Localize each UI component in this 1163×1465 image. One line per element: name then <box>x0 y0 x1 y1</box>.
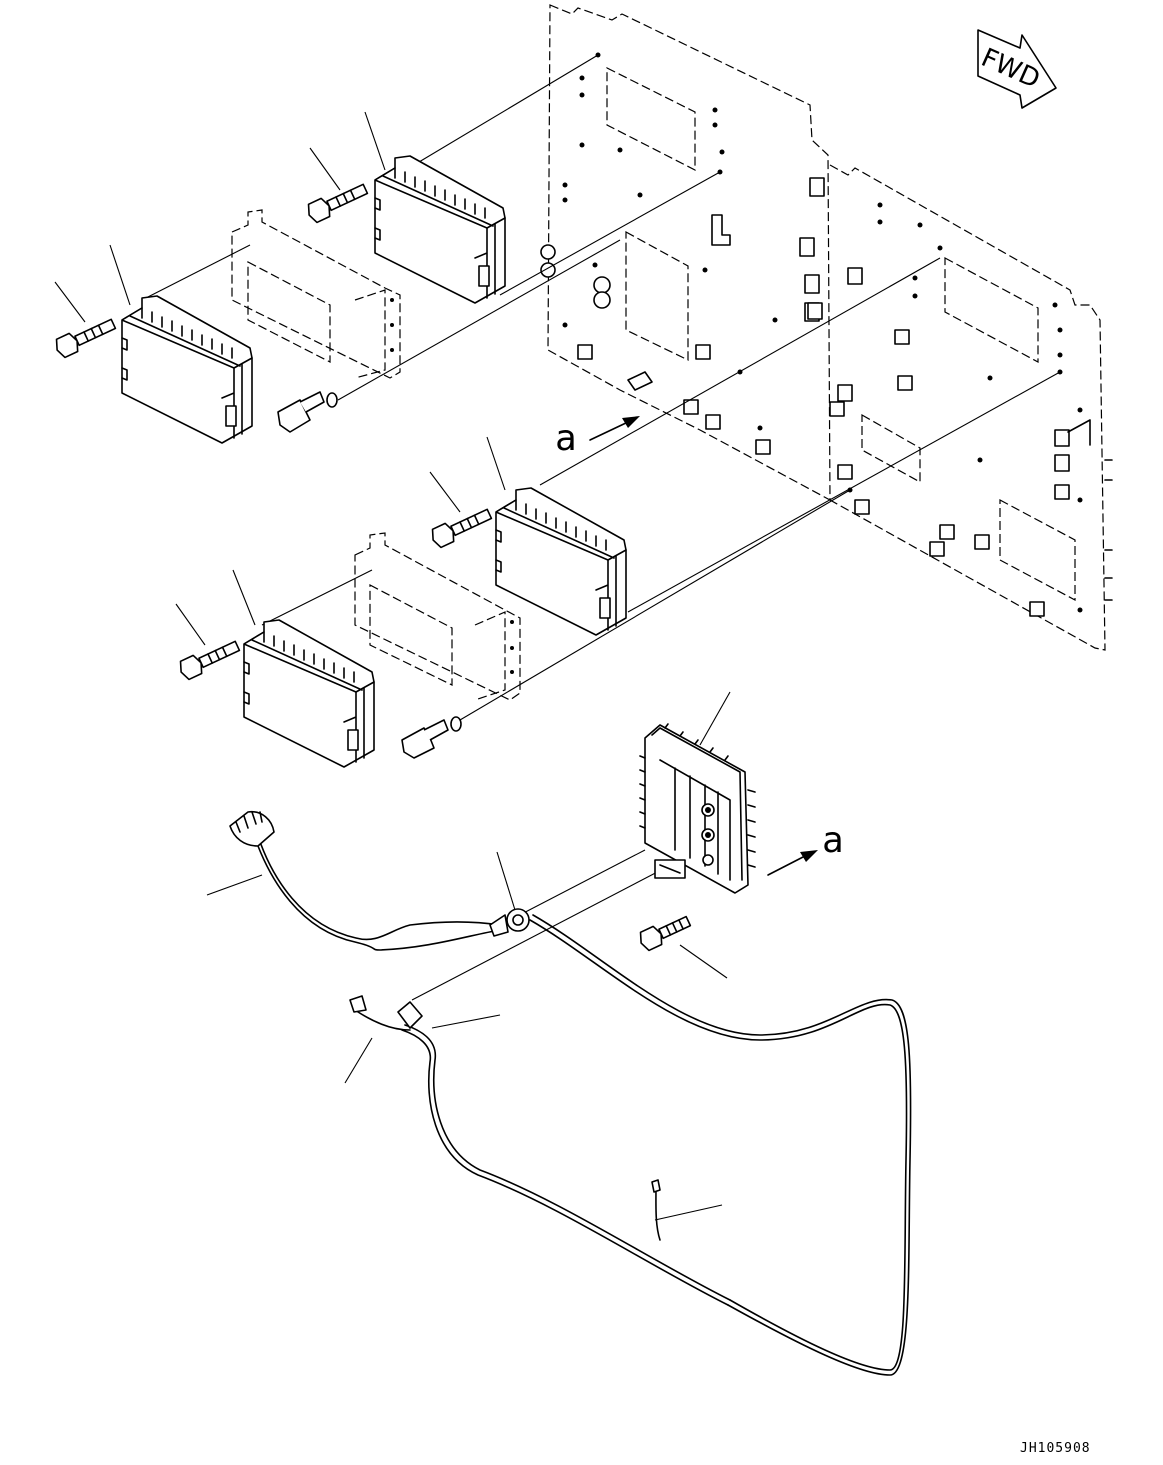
callout-leaders <box>54 111 731 1221</box>
view-mark-lower: a <box>822 820 844 861</box>
controller-box-lower-right <box>495 487 627 636</box>
bolt-upper-left <box>55 318 117 359</box>
shoulder-bolt-upper <box>277 391 338 433</box>
view-mark-upper: a <box>555 418 577 459</box>
alignment-lines <box>141 54 1061 1001</box>
forward-direction-badge: FWD <box>977 29 1057 109</box>
controller-box-upper-left <box>121 295 253 444</box>
bracket-lower <box>354 532 521 701</box>
shoulder-bolt-lower <box>401 716 462 759</box>
drawing-code: JH105908 <box>1020 1441 1091 1456</box>
controller-box-lower-left <box>243 619 375 768</box>
bolt-lower-left <box>179 640 241 681</box>
mounting-panel-right <box>807 164 1113 651</box>
controller-box-upper-right <box>374 155 506 304</box>
electronic-control-unit <box>639 723 756 894</box>
wiring-harness <box>229 810 912 1376</box>
bolt-upper-right <box>307 183 369 224</box>
bolt-lower-right <box>431 508 493 549</box>
view-arrow-upper: a <box>555 416 640 459</box>
view-arrow-lower: a <box>767 820 844 876</box>
mounting-panel-left <box>540 4 831 502</box>
bracket-upper <box>231 209 401 379</box>
bolt-ecu <box>639 915 692 952</box>
